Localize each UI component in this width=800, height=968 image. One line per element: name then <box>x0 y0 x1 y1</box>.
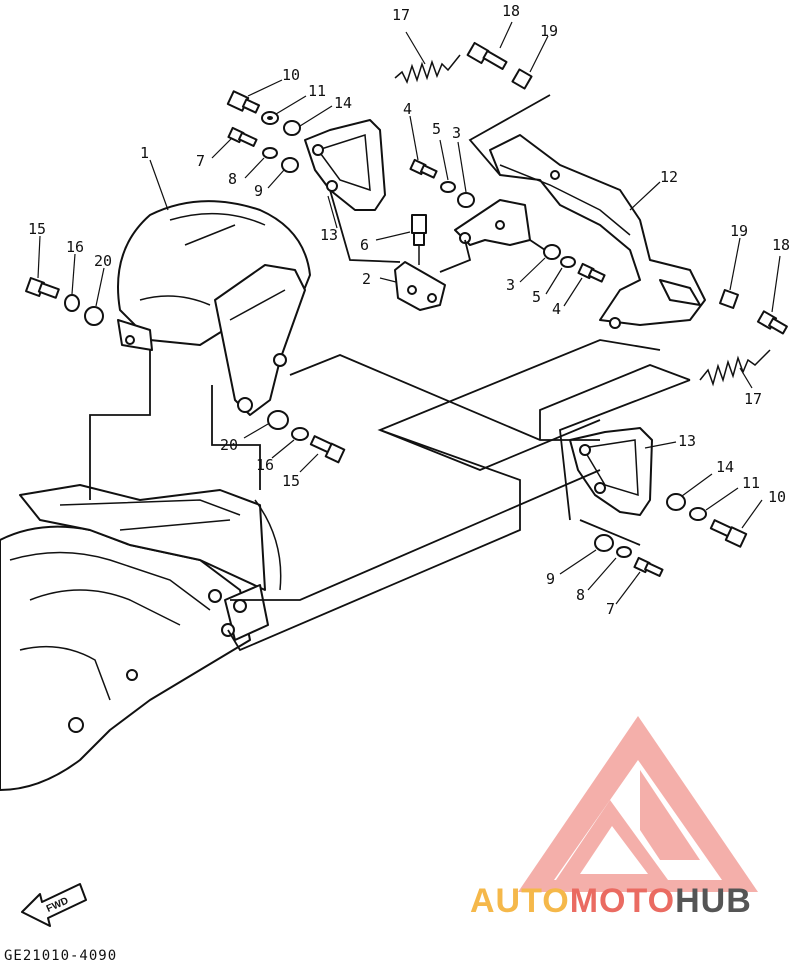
callout: 15 <box>282 472 300 490</box>
callout: 4 <box>403 100 412 118</box>
leader-lines <box>37 21 781 605</box>
callout: 3 <box>452 124 461 142</box>
watermark-part3: HUB <box>675 882 752 920</box>
callout: 8 <box>228 170 237 188</box>
callout: 8 <box>576 586 585 604</box>
callout: 16 <box>256 456 274 474</box>
callout: 20 <box>94 252 112 270</box>
part-6-fitting <box>411 214 427 265</box>
callout: 6 <box>360 236 369 254</box>
mid-bracket <box>454 199 531 246</box>
assembly-lines <box>89 94 691 652</box>
part-2-clamp <box>394 261 446 311</box>
watermark-part2: MOTO <box>569 882 676 920</box>
callout: 17 <box>744 390 762 408</box>
callout: 13 <box>678 432 696 450</box>
diagram-code: GE21010-4090 <box>4 948 118 964</box>
part-13-plate-lower <box>569 427 653 516</box>
callout: 14 <box>334 94 352 112</box>
watermark-part1: AUTO <box>470 882 570 920</box>
callout: 5 <box>432 120 441 138</box>
callout: 16 <box>66 238 84 256</box>
callout: 17 <box>392 6 410 24</box>
callout: 14 <box>716 458 734 476</box>
part-1-cover <box>117 200 311 416</box>
callout: 2 <box>362 270 371 288</box>
callout: 3 <box>506 276 515 294</box>
callout: 18 <box>772 236 790 254</box>
callout: 7 <box>606 600 615 618</box>
callout: 9 <box>254 182 263 200</box>
watermark-logo <box>518 716 758 892</box>
callout: 13 <box>320 226 338 244</box>
callout: 11 <box>308 82 326 100</box>
callout: 7 <box>196 152 205 170</box>
callout: 11 <box>742 474 760 492</box>
callout: 15 <box>28 220 46 238</box>
spring-17-upper <box>394 54 461 84</box>
callout: 10 <box>768 488 786 506</box>
callout: 19 <box>540 22 558 40</box>
part-13-plate-upper <box>304 119 386 211</box>
callout: 10 <box>282 66 300 84</box>
callout: 18 <box>502 2 520 20</box>
callout: 12 <box>660 168 678 186</box>
callout: 9 <box>546 570 555 588</box>
callout: 4 <box>552 300 561 318</box>
fasteners <box>25 41 788 578</box>
callout: 19 <box>730 222 748 240</box>
part-12-bracket <box>489 134 706 329</box>
callout: 20 <box>220 436 238 454</box>
callout: 1 <box>140 144 149 162</box>
engine-housing <box>0 484 282 791</box>
watermark-text: AUTOMOTOHUB <box>470 882 752 921</box>
callout: 5 <box>532 288 541 306</box>
fwd-arrow: FWD <box>21 883 87 927</box>
spring-17-lower <box>699 349 771 387</box>
callout-numbers: 17 18 19 10 11 14 4 5 3 1 7 8 9 13 12 6 … <box>28 2 790 618</box>
